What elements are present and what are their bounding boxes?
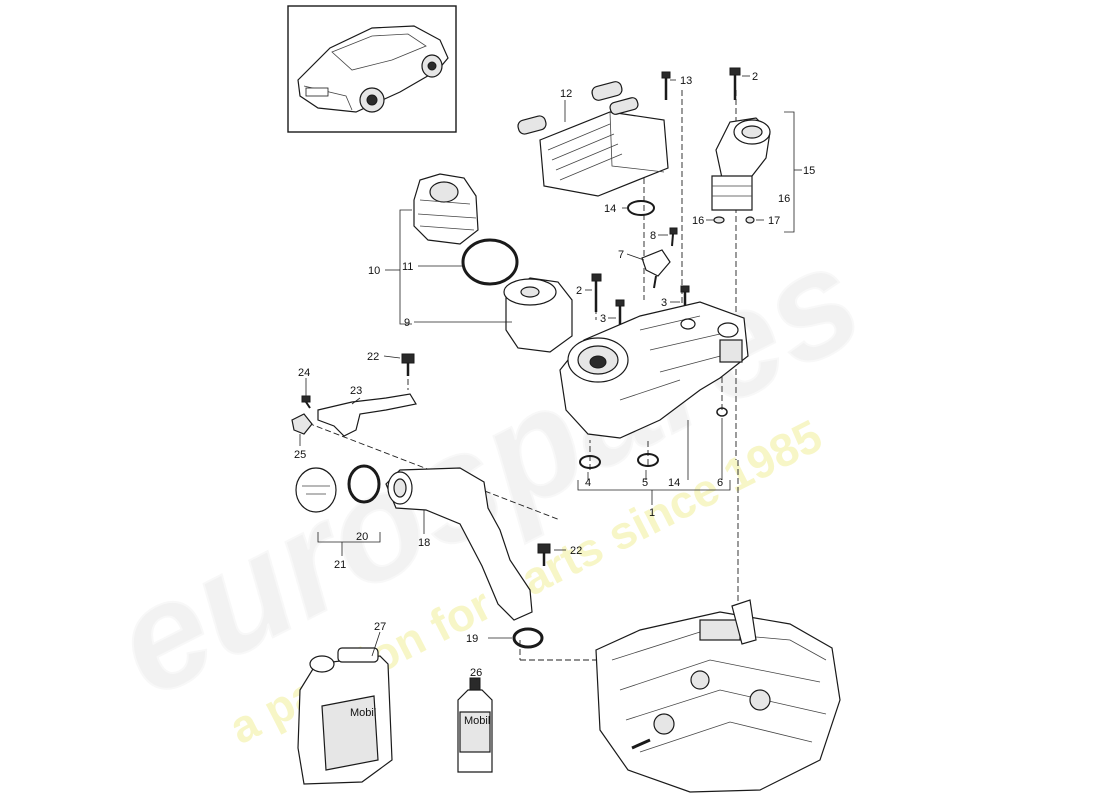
leader-lines <box>299 75 802 681</box>
callout-13: 13 <box>680 75 692 87</box>
callout-2-center: 2 <box>576 285 582 297</box>
callout-11: 11 <box>402 261 413 273</box>
callout-4: 4 <box>585 477 591 489</box>
bolt-24 <box>301 395 311 409</box>
o-ring-11 <box>461 238 519 286</box>
callout-8: 8 <box>650 230 656 242</box>
callout-3-b: 3 <box>661 297 667 309</box>
sensor-7 <box>641 249 671 289</box>
filter-cap <box>413 173 479 245</box>
callout-10: 10 <box>368 265 380 277</box>
callout-20: 20 <box>356 531 368 543</box>
callout-26: 26 <box>470 667 482 679</box>
filter-head <box>711 117 771 211</box>
callout-18: 18 <box>418 537 430 549</box>
callout-27: 27 <box>374 621 386 633</box>
callout-16: 16 <box>692 215 704 227</box>
seal-6 <box>716 407 728 417</box>
callout-3-a: 3 <box>600 313 606 325</box>
gasket-14 <box>627 200 655 216</box>
o-ring-19 <box>512 627 544 649</box>
clip-25 <box>291 413 313 435</box>
callout-19: 19 <box>466 633 478 645</box>
bolt-2-top <box>729 67 741 100</box>
bracket-23 <box>317 393 417 437</box>
callouts: 12 13 2 15 16 16 17 14 8 7 10 11 9 2 3 3… <box>294 71 815 679</box>
callout-16-right: 16 <box>778 193 790 205</box>
bolt-3-b <box>680 285 690 306</box>
callout-12: 12 <box>560 88 572 100</box>
callout-23: 23 <box>350 385 362 397</box>
oil-bottle: Mobil <box>457 677 493 773</box>
callout-15: 15 <box>803 165 815 177</box>
callout-9: 9 <box>404 317 410 329</box>
callout-22-bottom: 22 <box>570 545 582 557</box>
engine-block <box>595 599 841 793</box>
bolt-8 <box>669 227 678 247</box>
bolt-22-bottom <box>537 543 551 566</box>
callout-14-top: 14 <box>604 203 616 215</box>
seal-20 <box>347 464 381 504</box>
callout-7: 7 <box>618 249 624 261</box>
bottle-brand-label: Mobil <box>464 715 490 727</box>
filler-cap <box>295 467 337 513</box>
callout-24: 24 <box>298 367 310 379</box>
bolt-3-a <box>615 299 625 326</box>
callout-6: 6 <box>717 477 723 489</box>
oil-filter-housing <box>559 301 749 439</box>
callout-14-bottom: 14 <box>668 477 680 489</box>
filter-element <box>503 277 573 353</box>
callout-25: 25 <box>294 449 306 461</box>
callout-1: 1 <box>649 507 655 519</box>
seal-4 <box>579 455 601 469</box>
seal-5 <box>637 453 659 467</box>
callout-22-top: 22 <box>367 351 379 363</box>
callout-5: 5 <box>642 477 648 489</box>
callout-2-top: 2 <box>752 71 758 83</box>
callout-21: 21 <box>334 559 346 571</box>
callout-17: 17 <box>768 215 780 227</box>
canister-brand-label: Mobil <box>350 707 376 719</box>
filler-neck <box>385 467 533 621</box>
vehicle-thumbnail <box>287 5 457 133</box>
seal-16 <box>713 216 725 224</box>
oil-canister: Mobil <box>297 647 393 785</box>
seal-17 <box>745 216 755 224</box>
bolt-2-center <box>591 273 602 312</box>
car-icon <box>297 25 449 113</box>
oil-cooler <box>517 81 669 197</box>
bolt-22-top <box>401 353 415 376</box>
bolt-13 <box>661 71 671 100</box>
